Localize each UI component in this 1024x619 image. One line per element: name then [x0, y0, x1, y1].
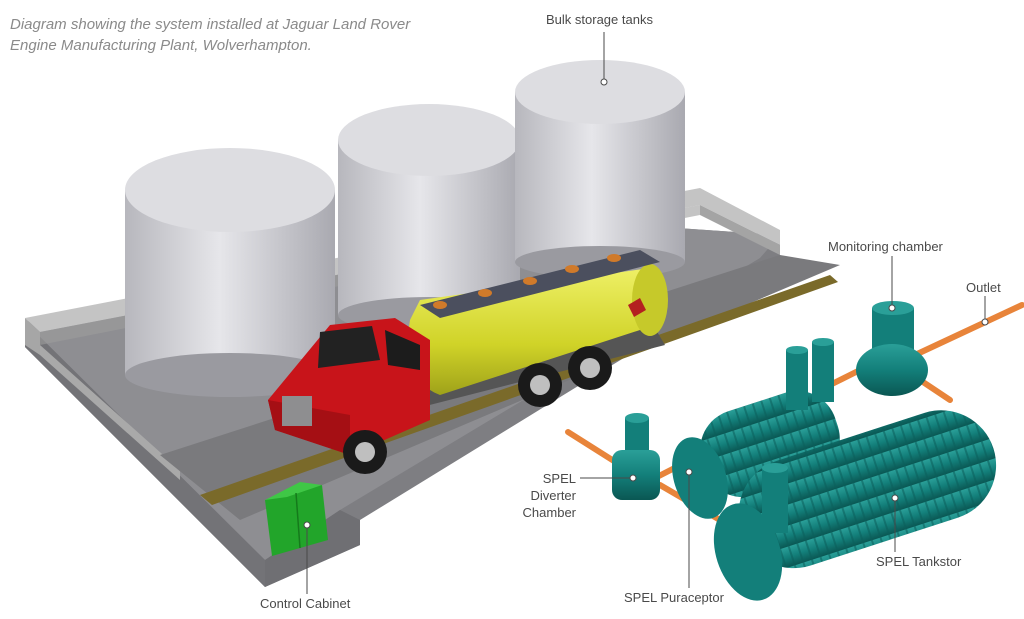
- label-diverter-line-3: Chamber: [510, 504, 576, 521]
- label-spel-tankstor: SPEL Tankstor: [876, 553, 961, 570]
- label-outlet: Outlet: [966, 279, 1001, 296]
- label-monitoring-chamber: Monitoring chamber: [828, 238, 943, 255]
- label-control-cabinet: Control Cabinet: [260, 595, 350, 612]
- label-bulk-storage-tanks: Bulk storage tanks: [546, 11, 653, 28]
- dot-puraceptor: [686, 469, 692, 475]
- dot-tankstor: [892, 495, 898, 501]
- spel-diverter-chamber: [612, 413, 660, 500]
- dot-outlet: [982, 319, 988, 325]
- dot-control: [304, 522, 310, 528]
- dot-monitoring: [889, 305, 895, 311]
- outlet-pipe: [915, 305, 1022, 355]
- dot-diverter: [630, 475, 636, 481]
- label-spel-puraceptor: SPEL Puraceptor: [624, 589, 724, 606]
- storage-tank-3: [515, 60, 685, 278]
- dot-bulk-storage: [601, 79, 607, 85]
- label-diverter-line-2: Diverter: [510, 487, 576, 504]
- diagram-caption: Diagram showing the system installed at …: [10, 14, 430, 56]
- monitoring-chamber: [856, 301, 928, 396]
- label-diverter-line-1: SPEL: [510, 470, 576, 487]
